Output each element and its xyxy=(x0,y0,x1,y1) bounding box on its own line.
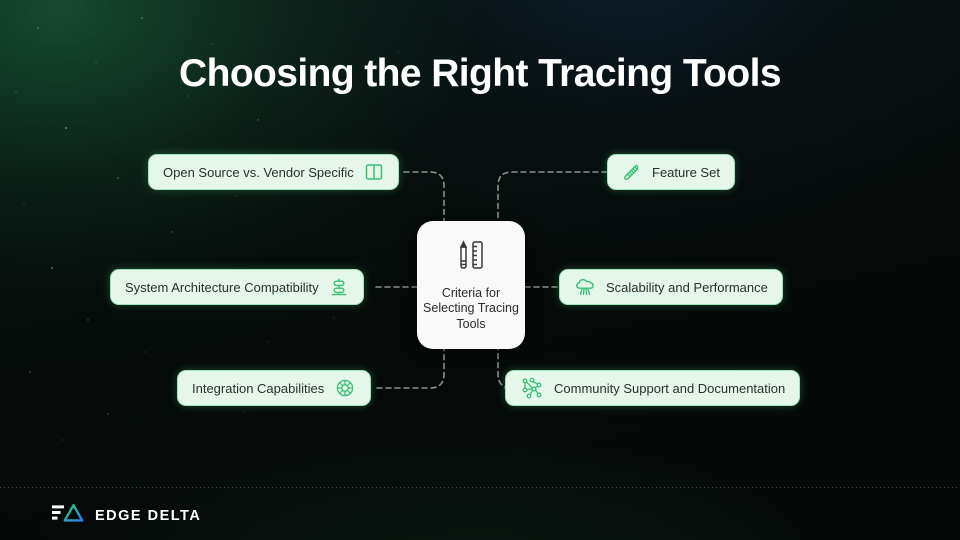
columns-split-icon xyxy=(364,162,384,182)
node-scalability-performance[interactable]: Scalability and Performance xyxy=(559,269,783,305)
center-node-label: Criteria for Selecting Tracing Tools xyxy=(423,285,519,331)
node-label: System Architecture Compatibility xyxy=(125,279,319,295)
dna-helix-icon xyxy=(622,162,642,182)
footer-divider xyxy=(0,487,960,488)
node-system-architecture[interactable]: System Architecture Compatibility xyxy=(110,269,364,305)
cloud-tree-icon xyxy=(574,277,596,297)
page-title: Choosing the Right Tracing Tools xyxy=(179,52,781,95)
node-feature-set[interactable]: Feature Set xyxy=(607,154,735,190)
node-integration-capabilities[interactable]: Integration Capabilities xyxy=(177,370,372,406)
center-node-criteria[interactable]: Criteria for Selecting Tracing Tools xyxy=(417,221,525,349)
node-label: Integration Capabilities xyxy=(192,380,325,396)
node-label: Scalability and Performance xyxy=(606,279,768,295)
pencil-ruler-icon xyxy=(456,238,486,277)
stack-layers-icon xyxy=(329,277,349,297)
node-label: Community Support and Documentation xyxy=(554,380,786,396)
edge-delta-logo-icon xyxy=(52,503,84,528)
node-label: Open Source vs. Vendor Specific xyxy=(163,164,354,180)
node-open-source[interactable]: Open Source vs. Vendor Specific xyxy=(148,154,399,190)
node-community-support[interactable]: Community Support and Documentation xyxy=(505,370,801,406)
node-graph-icon xyxy=(520,377,544,399)
footer-brand: EDGE DELTA xyxy=(52,503,201,528)
network-molecule-icon xyxy=(334,377,356,399)
brand-name: EDGE DELTA xyxy=(95,507,202,524)
node-label: Feature Set xyxy=(652,164,720,180)
